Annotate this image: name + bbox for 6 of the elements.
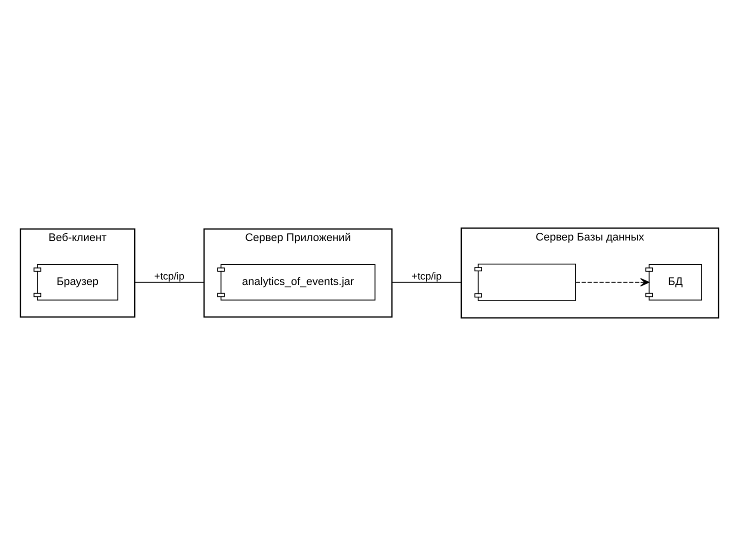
edge-label: +tcp/ip [412, 271, 442, 282]
connector [134, 282, 204, 283]
edge-label: +tcp/ip [154, 271, 184, 282]
node-box [474, 264, 576, 301]
connector [392, 282, 462, 283]
arrow [575, 278, 650, 287]
